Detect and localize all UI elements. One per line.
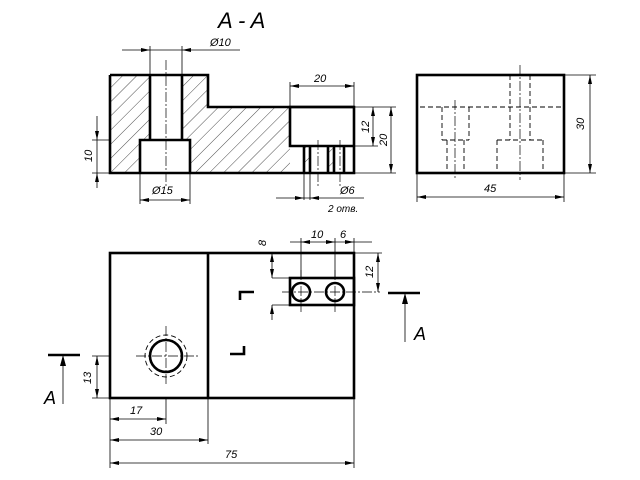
dim-h12-right: 12 <box>360 121 372 133</box>
section-hatch-web1 <box>304 146 310 173</box>
section-pocket <box>288 105 354 148</box>
cut-label-right: A <box>413 324 426 344</box>
dim-13-plan: 13 <box>82 371 94 384</box>
section-hatch-left <box>110 75 150 173</box>
plan-outline <box>108 251 356 400</box>
dim-h30-side: 30 <box>575 117 587 130</box>
dim-30-plan: 30 <box>150 426 163 438</box>
dim-d15: Ø15 <box>151 185 174 197</box>
section-hatch-right <box>182 75 290 146</box>
dim-75-plan: 75 <box>225 449 238 461</box>
dim-6-plan: 6 <box>340 229 347 241</box>
dim-12-plan: 12 <box>364 266 376 278</box>
section-hatch-web2 <box>328 146 334 173</box>
dim-h20-right: 20 <box>378 133 390 147</box>
dim-d6: Ø6 <box>339 185 356 197</box>
dim-10-plan: 10 <box>311 229 324 241</box>
dim-w20-top: 20 <box>313 73 327 85</box>
dim-d10: Ø10 <box>209 37 232 49</box>
section-view: Ø10 Ø15 20 12 20 10 <box>83 8 396 215</box>
plan-view: 8 10 6 12 13 17 <box>43 229 426 468</box>
dim-w45-side: 45 <box>484 183 497 195</box>
side-outline <box>415 73 566 175</box>
section-title: A - A <box>216 8 265 33</box>
plan-slot <box>288 276 356 307</box>
dim-h10-left: 10 <box>83 149 95 162</box>
section-hatch-middle <box>190 146 290 173</box>
side-view: 30 45 <box>415 65 596 202</box>
dim-8-plan: 8 <box>257 239 269 246</box>
holes-note: 2 отв. <box>327 204 358 215</box>
cut-label-left: A <box>43 388 56 408</box>
dim-17-plan: 17 <box>130 405 143 417</box>
